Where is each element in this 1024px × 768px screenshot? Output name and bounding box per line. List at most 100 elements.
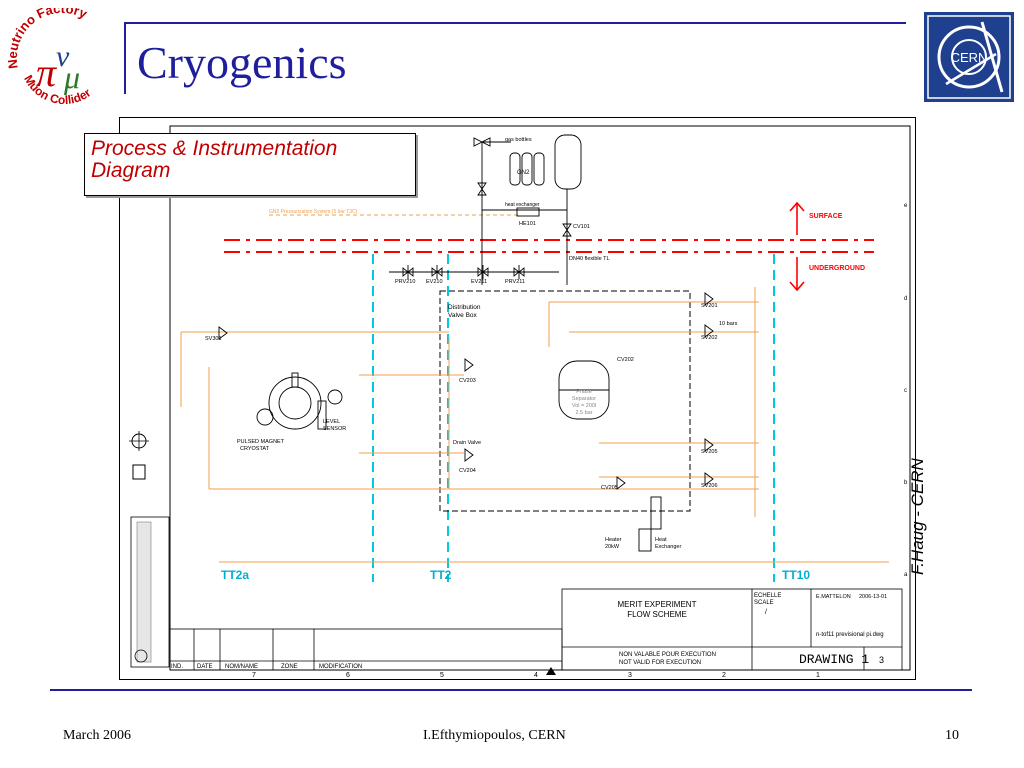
svg-text:Vol = 200l: Vol = 200l	[572, 403, 596, 409]
svg-text:MODIFICATION: MODIFICATION	[319, 664, 362, 670]
svg-text:UNDERGROUND: UNDERGROUND	[809, 265, 865, 272]
distribution-valve-box	[439, 290, 691, 512]
svg-text:5: 5	[440, 672, 444, 679]
svg-text:SV201: SV201	[701, 303, 718, 309]
svg-text:PRV210: PRV210	[395, 279, 415, 285]
svg-text:NON VALABLE POUR EXECUTION: NON VALABLE POUR EXECUTION	[619, 652, 716, 658]
svg-text:FLOW SCHEME: FLOW SCHEME	[627, 610, 687, 619]
svg-text:n-tof11 previsional pi.dwg: n-tof11 previsional pi.dwg	[816, 632, 884, 638]
svg-text:heat exchanger: heat exchanger	[505, 202, 540, 208]
svg-text:a: a	[904, 572, 908, 578]
svg-text:3: 3	[879, 655, 884, 665]
svg-text:ECHELLE: ECHELLE	[754, 593, 781, 599]
svg-text:/: /	[765, 609, 767, 616]
valve-row	[389, 265, 559, 279]
svg-text:Exchanger: Exchanger	[655, 544, 681, 550]
svg-text:d: d	[904, 296, 907, 302]
svg-text:SENSOR: SENSOR	[323, 426, 346, 432]
svg-text:PULSED MAGNET: PULSED MAGNET	[237, 439, 285, 445]
pid-diagram: e d c b a 7 6 5 4 3 2 1 GN2	[119, 117, 916, 680]
svg-text:2.5 bar: 2.5 bar	[575, 410, 592, 416]
svg-text:7: 7	[252, 672, 256, 679]
side-credit: F.Haug - CERN	[908, 458, 927, 575]
svg-text:DRAWING 1: DRAWING 1	[799, 652, 869, 667]
svg-text:GN2: GN2	[517, 170, 530, 176]
svg-text:CV205: CV205	[601, 485, 618, 491]
svg-text:2: 2	[722, 672, 726, 679]
svg-text:μ: μ	[63, 59, 80, 95]
surface-boundary	[224, 239, 874, 253]
svg-text:TT2: TT2	[430, 568, 452, 582]
phase-separator	[558, 360, 610, 420]
svg-text:b: b	[904, 480, 908, 486]
svg-text:NOM/NAME: NOM/NAME	[225, 664, 258, 670]
svg-text:π: π	[36, 50, 57, 95]
process-pipes	[180, 287, 889, 563]
svg-text:e: e	[904, 203, 908, 209]
svg-text:IND.: IND.	[171, 664, 183, 670]
svg-text:Distribution: Distribution	[448, 304, 481, 311]
svg-text:EV210: EV210	[426, 279, 443, 285]
pulsed-magnet-cryostat	[256, 372, 343, 430]
footer-divider	[50, 689, 972, 691]
svg-text:TT10: TT10	[782, 568, 810, 582]
svg-text:EV211: EV211	[471, 279, 487, 285]
svg-text:2006-13-01: 2006-13-01	[859, 594, 887, 600]
callout-line-2: Diagram	[91, 159, 171, 182]
svg-text:20kW: 20kW	[605, 544, 620, 550]
footer-author: I.Efthymiopoulos, CERN	[423, 728, 566, 743]
svg-text:SV206: SV206	[701, 483, 718, 489]
callout-line-1: Process & Instrumentation	[91, 137, 338, 160]
surface-arrows	[789, 201, 805, 292]
svg-text:SV202: SV202	[701, 335, 718, 341]
surface-equipment	[473, 134, 582, 285]
footer-page-number: 10	[945, 728, 959, 743]
valve-symbols	[218, 292, 714, 552]
svg-text:LEVEL: LEVEL	[323, 419, 340, 425]
svg-text:SCALE: SCALE	[754, 600, 774, 606]
svg-text:CV202: CV202	[617, 357, 634, 363]
svg-text:SV205: SV205	[701, 449, 718, 455]
title-divider-horizontal	[126, 22, 906, 24]
title-divider-vertical	[124, 22, 126, 94]
svg-text:TT2a: TT2a	[221, 568, 249, 582]
page-title: Cryogenics	[137, 37, 347, 88]
svg-text:6: 6	[346, 672, 350, 679]
svg-text:CRYOSTAT: CRYOSTAT	[240, 446, 270, 452]
svg-text:CV203: CV203	[459, 378, 476, 384]
svg-text:Heat: Heat	[655, 537, 667, 543]
svg-text:ZONE: ZONE	[281, 664, 298, 670]
svg-text:SURFACE: SURFACE	[809, 213, 843, 220]
svg-text:GN2 Pressurization System (5 b: GN2 Pressurization System (5 bar T3C)	[269, 209, 358, 215]
tunnel-dividers	[372, 254, 775, 582]
svg-text:HE101: HE101	[519, 221, 536, 227]
svg-text:1: 1	[816, 672, 820, 679]
svg-text:3: 3	[628, 672, 632, 679]
svg-text:Valve Box: Valve Box	[448, 312, 478, 319]
pid-callout: Process & Instrumentation Diagram	[84, 133, 416, 196]
border-row-letters: e d c b a	[904, 203, 908, 578]
svg-text:Muon Collider: Muon Collider	[21, 73, 93, 108]
svg-text:MERIT EXPERIMENT: MERIT EXPERIMENT	[618, 600, 697, 609]
svg-text:E.MATTELON: E.MATTELON	[816, 594, 851, 600]
svg-text:CV101: CV101	[573, 224, 590, 230]
title-block	[169, 588, 903, 671]
left-legend-strip	[129, 431, 170, 668]
svg-text:ν: ν	[56, 40, 70, 73]
svg-text:DATE: DATE	[197, 664, 213, 670]
svg-text:c: c	[904, 388, 907, 394]
svg-text:Drain Valve: Drain Valve	[453, 440, 481, 446]
footer-date: March 2006	[63, 728, 132, 743]
svg-text:CV204: CV204	[459, 468, 476, 474]
svg-text:DN40 flexible TL: DN40 flexible TL	[569, 256, 610, 262]
svg-text:Separator: Separator	[572, 396, 596, 402]
svg-text:CERN: CERN	[951, 50, 988, 65]
neutrino-factory-logo: Neutrino Factory Muon Collider π ν μ	[6, 8, 94, 108]
svg-text:4: 4	[534, 672, 538, 679]
border-zone-numbers: 7 6 5 4 3 2 1	[252, 672, 820, 679]
svg-text:NOT VALID FOR EXECUTION: NOT VALID FOR EXECUTION	[619, 660, 701, 666]
svg-text:Heater: Heater	[605, 537, 622, 543]
svg-text:10 bars: 10 bars	[719, 321, 738, 327]
svg-text:Phase: Phase	[576, 389, 592, 395]
